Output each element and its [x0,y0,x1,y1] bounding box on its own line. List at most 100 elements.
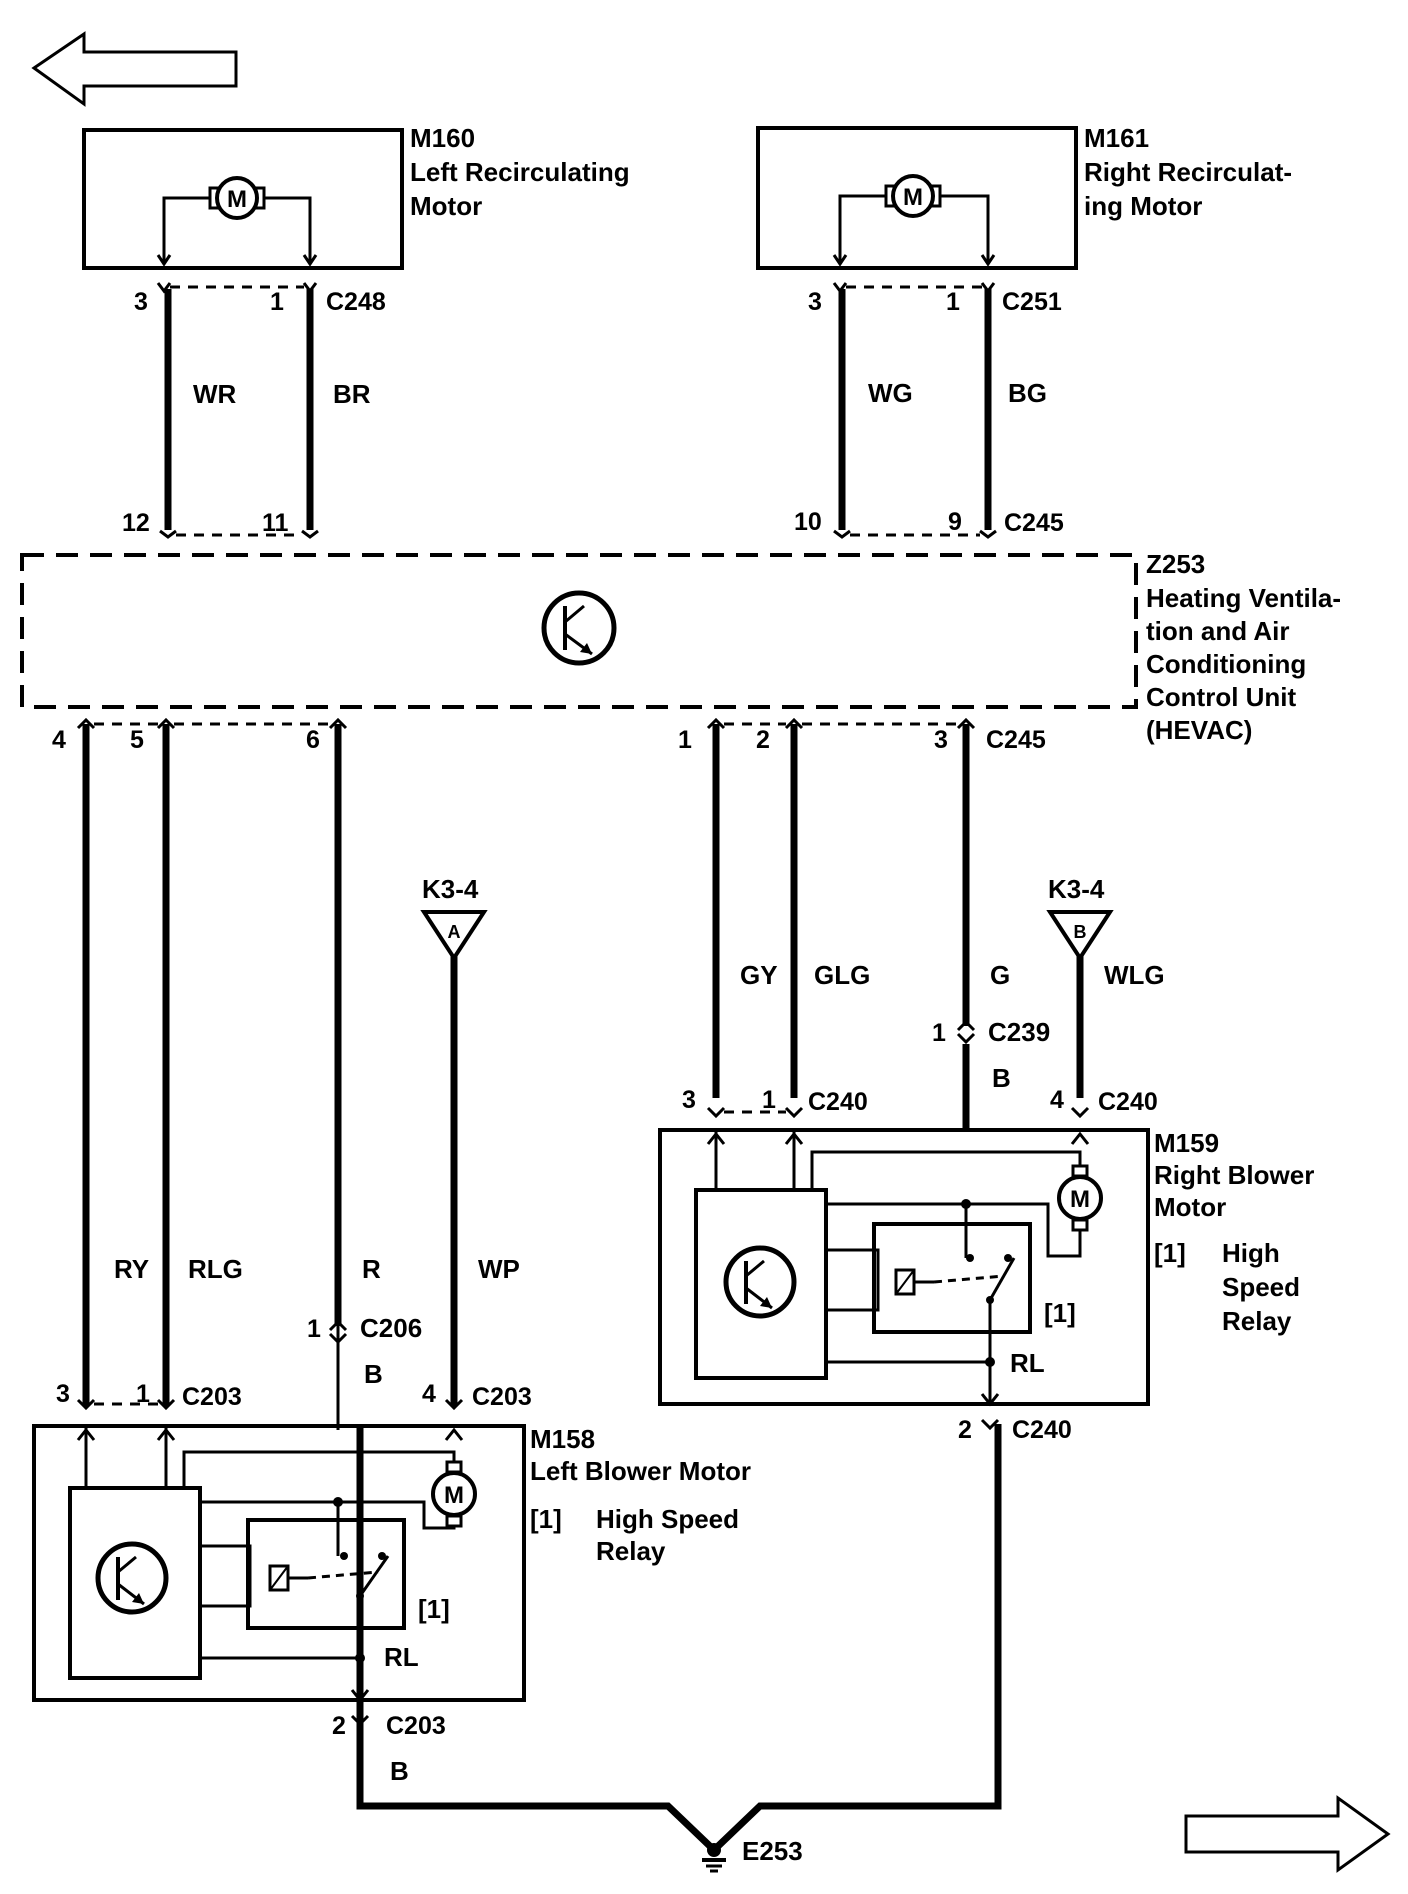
wire-br-label: BR [333,379,371,409]
wire-gy-label: GY [740,960,778,990]
m158-relay-1: High Speed [596,1504,739,1534]
m160-name-2: Motor [410,191,482,221]
c203-pin-3: 3 [56,1380,70,1408]
m158-left-blower-motor: M [32,1424,526,1703]
m161-right-recirculating-motor: M [756,126,1078,270]
connector-c203-top [76,1398,464,1411]
right-arrow-icon[interactable] [1184,1795,1391,1873]
m159-wire-rl: RL [1010,1348,1045,1378]
fuse-k3-4-b: B [1046,910,1114,962]
c245-pin-12: 12 [122,509,150,537]
m160-id: M160 [410,123,475,153]
z253-name-3: Conditioning [1146,649,1306,679]
m160-left-recirculating-motor: M [82,128,404,270]
m159-ref: [1] [1154,1238,1186,1268]
motor-icon: M [884,174,942,218]
m159-name-1: Right Blower [1154,1160,1314,1190]
m158-wire-rl: RL [384,1642,419,1672]
m159-right-blower-motor: M [658,1128,1150,1407]
c240-top-id-a: C240 [808,1088,868,1116]
c245-pin-10: 10 [794,508,822,536]
z253-name-2: tion and Air [1146,616,1289,646]
c240-pin-4: 4 [1050,1086,1064,1114]
c251-id: C251 [1002,288,1062,316]
k3-4-a-label: K3-4 [422,874,479,904]
motor-icon: M [208,176,266,220]
m159-relay-2: Speed [1222,1272,1300,1302]
c248-pin-1: 1 [270,288,284,316]
c206-pin: 1 [307,1315,321,1343]
c251-pin-1: 1 [946,288,960,316]
c245-pin-6: 6 [306,726,320,754]
fuse-k3-4-a: A [420,910,488,962]
wire-wg-label: WG [868,378,913,408]
connector-c245-bottom [76,717,976,730]
z253-hevac-control-unit [20,553,1138,709]
c245-pin-11: 11 [262,509,289,537]
motor-icon: M [1057,1164,1103,1232]
connector-c245-top [159,529,997,539]
z253-name-1: Heating Ventila- [1146,583,1341,613]
svg-text:M: M [903,184,923,211]
z253-name-5: (HEVAC) [1146,715,1252,745]
svg-text:B: B [1074,922,1087,942]
c240-pin-3: 3 [682,1086,696,1114]
wire-r-label: R [362,1254,381,1284]
c240-bottom-id: C240 [1012,1416,1072,1444]
c203-bottom-id: C203 [386,1712,446,1740]
c245-pin-1: 1 [678,726,692,754]
m159-relay-ref: [1] [1044,1298,1076,1328]
c248-pin-3: 3 [134,288,148,316]
k3-4-b-label: K3-4 [1048,874,1105,904]
z253-id: Z253 [1146,549,1205,579]
c240-top-id-b: C240 [1098,1088,1158,1116]
connector-c251 [832,282,996,294]
connector-c206 [328,1319,348,1345]
m158-name: Left Blower Motor [530,1456,751,1486]
c206-id: C206 [360,1313,422,1343]
c248-id: C248 [326,288,386,316]
c203-bottom-pin: 2 [332,1712,346,1740]
c203-bottom-wire-b: B [390,1756,409,1786]
m160-name-1: Left Recirculating [410,157,630,187]
c203-pin-1: 1 [136,1380,150,1408]
wire-wlg-label: WLG [1104,960,1165,990]
svg-text:M: M [444,1482,464,1509]
c245-pin-4: 4 [52,726,66,754]
wire-ry-label: RY [114,1254,149,1284]
left-arrow-icon[interactable] [31,31,238,107]
transistor-icon [541,590,617,666]
wire-bg-label: BG [1008,378,1047,408]
m161-name-1: Right Recirculat- [1084,157,1292,187]
connector-c240-top [706,1106,1090,1119]
m159-id: M159 [1154,1128,1219,1158]
c239-wire-b: B [992,1063,1011,1093]
c203-top-id-a: C203 [182,1383,242,1411]
wire-g-label: G [990,960,1010,990]
e253-id: E253 [742,1836,803,1866]
svg-text:M: M [227,186,247,213]
c239-id: C239 [988,1017,1050,1047]
connector-c240-bottom [980,1418,1000,1431]
wire-rlg-label: RLG [188,1254,243,1284]
c240-pin-1: 1 [762,1086,776,1114]
c245-pin-5: 5 [130,726,144,754]
m161-name-2: ing Motor [1084,191,1202,221]
svg-text:A: A [448,922,461,942]
motor-icon: M [431,1460,477,1528]
c239-pin: 1 [932,1019,946,1047]
m161-id: M161 [1084,123,1149,153]
c245-pin-2: 2 [756,726,770,754]
m158-id: M158 [530,1424,595,1454]
m159-relay-3: Relay [1222,1306,1292,1336]
wire-wp-label: WP [478,1254,520,1284]
c203-pin-4: 4 [422,1380,436,1408]
c203-top-id-b: C203 [472,1383,532,1411]
transistor-icon [95,1541,169,1615]
m158-ref: [1] [530,1504,562,1534]
connector-c248 [156,282,318,294]
c251-pin-3: 3 [808,288,822,316]
c245-pin-3: 3 [934,726,948,754]
c245-pin-9: 9 [948,508,962,536]
